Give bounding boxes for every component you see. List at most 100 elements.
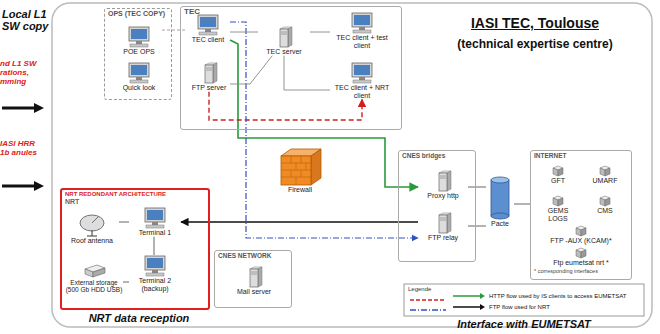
device-label: GFT — [538, 177, 578, 185]
icon-part — [146, 225, 164, 228]
icon-part — [200, 17, 216, 27]
input-arrow — [2, 185, 34, 188]
icon-part — [131, 65, 147, 75]
connector — [230, 40, 418, 187]
legend-frame — [404, 284, 644, 316]
icon-part — [354, 65, 370, 75]
note-label: Interface with EUMETSAT — [404, 318, 644, 330]
legend-text: HTTP flow used by IS clients to access E… — [489, 293, 627, 300]
icon-part — [553, 198, 558, 206]
icon-part — [205, 29, 211, 32]
icon-part — [353, 30, 371, 33]
device-label: GEMS LOGS — [538, 207, 578, 222]
device-icon — [65, 263, 123, 279]
icon-part — [551, 194, 565, 207]
icon-part — [558, 198, 563, 206]
icon-part — [147, 258, 163, 268]
device-node: TEC server — [258, 26, 310, 56]
device-node: TEC client + NRT client — [330, 62, 394, 99]
device-icon — [270, 146, 330, 186]
group-title: CNES NETWORK — [218, 252, 288, 259]
icon-part — [250, 269, 258, 287]
legend-sample — [452, 303, 486, 311]
icon-part — [195, 14, 221, 36]
icon-part — [296, 177, 297, 185]
group-box: CNES NETWORKMail server — [214, 250, 292, 308]
device-node: FTP -AUX (KCAM)* — [536, 224, 626, 245]
device-label: Pacte — [486, 220, 514, 228]
connector — [123, 282, 129, 283]
device-label: Roof antenna — [65, 237, 119, 245]
icon-part — [349, 62, 375, 84]
icon-part — [551, 164, 565, 177]
icon-part — [142, 255, 168, 277]
device-label: Ftp eumetsat nrt * — [536, 259, 626, 267]
device-node: Firewall — [270, 146, 330, 194]
device-icon — [584, 164, 626, 177]
icon-part — [130, 44, 148, 47]
icon-part — [306, 163, 307, 170]
device-node: FTP relay — [418, 212, 468, 242]
note-label: Legende — [408, 286, 448, 293]
legend-row: HTTP flow used by IS clients to access E… — [452, 292, 640, 300]
connector — [119, 222, 129, 223]
icon-part — [581, 228, 586, 236]
icon-part — [598, 164, 612, 177]
connector — [209, 92, 362, 120]
connector — [514, 204, 530, 205]
icon-part — [440, 176, 446, 177]
device-icon — [188, 62, 230, 84]
device-label: FTP -AUX (KCAM)* — [536, 237, 626, 245]
icon-part — [605, 198, 610, 206]
legend-extra-line — [410, 299, 446, 300]
device-icon — [538, 194, 578, 207]
connector — [468, 187, 486, 188]
device-node: Ftp eumetsat nrt * — [536, 246, 626, 267]
icon-part — [430, 212, 456, 234]
icon-part — [130, 80, 148, 83]
device-label: TEC client — [186, 36, 230, 44]
device-label: Terminal 2 (backup) — [129, 277, 181, 292]
group-title: CNES bridges — [402, 152, 472, 159]
legend-line — [453, 295, 480, 297]
icon-part — [600, 198, 605, 206]
device-icon — [486, 176, 514, 220]
device-node: POE OPS — [116, 26, 162, 56]
legend-arrow-head — [480, 293, 485, 299]
group-box: OPS (TEC COPY) POE OPS Quick look — [104, 8, 172, 100]
note-label: * corresponding interfaces — [534, 268, 630, 274]
connector — [230, 22, 418, 238]
icon-part — [281, 156, 311, 185]
device-icon — [116, 62, 162, 84]
icon-part — [359, 77, 365, 80]
device-node: GEMS LOGS — [538, 194, 578, 222]
note-label: nd L1 SW rations, mming — [0, 60, 46, 86]
icon-part — [491, 180, 509, 216]
icon-part — [349, 12, 375, 34]
icon-part — [352, 13, 372, 27]
icon-part — [447, 171, 451, 191]
input-arrow-head — [34, 103, 44, 113]
legend-line — [453, 306, 480, 308]
icon-part — [85, 269, 93, 277]
connector — [230, 56, 272, 84]
device-label: FTP relay — [418, 234, 468, 242]
icon-part — [447, 213, 451, 233]
device-node: Quick look — [116, 62, 162, 92]
legend-text: FTP flow used for NRT — [489, 304, 550, 311]
connector — [310, 32, 330, 33]
device-node: TEC client + test client — [330, 12, 394, 49]
icon-part — [491, 177, 509, 183]
icon-part — [136, 77, 142, 80]
icon-part — [576, 250, 581, 258]
group-title: OPS (TEC COPY) — [108, 10, 168, 18]
diagram-title: IASI TEC, Toulouse — [420, 16, 650, 31]
device-icon — [129, 255, 181, 277]
icon-part — [142, 207, 168, 229]
icon-part — [77, 213, 107, 237]
icon-part — [352, 63, 372, 77]
icon-part — [136, 41, 142, 44]
group-box: INTERNETGFTUMARFGEMS LOGSCMSFTP -AUX (KC… — [530, 150, 632, 280]
icon-part — [558, 168, 563, 176]
note-label: IASI HRR 1b anules — [0, 140, 46, 158]
